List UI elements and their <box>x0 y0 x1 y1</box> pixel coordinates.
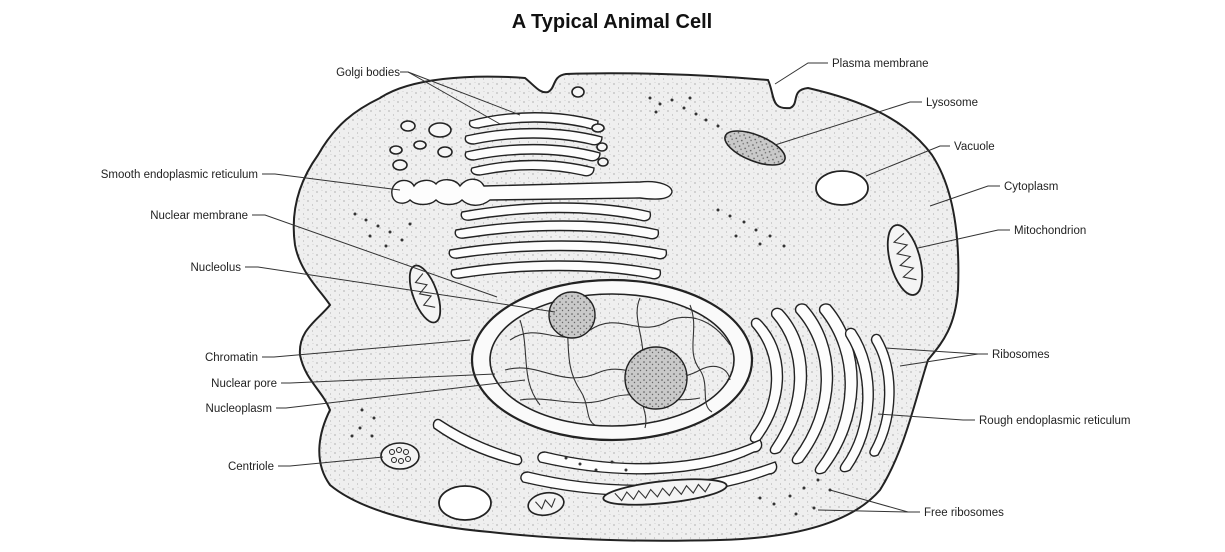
label-cytoplasm: Cytoplasm <box>1004 181 1058 193</box>
label-mitochondrion: Mitochondrion <box>1014 225 1086 237</box>
label-golgi-bodies: Golgi bodies <box>336 67 400 79</box>
nucleolus-small <box>549 292 595 338</box>
centriole-shape <box>381 443 419 469</box>
label-chromatin: Chromatin <box>205 352 258 364</box>
label-lysosome: Lysosome <box>926 97 978 109</box>
diagram-title: A Typical Animal Cell <box>512 11 712 33</box>
label-centriole: Centriole <box>228 461 274 473</box>
nucleus <box>472 280 752 440</box>
label-nuclear-pore: Nuclear pore <box>211 378 277 390</box>
label-plasma-membrane: Plasma membrane <box>832 58 929 70</box>
label-free-ribosomes: Free ribosomes <box>924 507 1004 519</box>
nucleolus-large <box>625 347 687 409</box>
label-rough-er: Rough endoplasmic reticulum <box>979 415 1131 427</box>
vacuole-shape <box>816 171 868 205</box>
label-nucleolus: Nucleolus <box>191 262 242 274</box>
label-nuclear-membrane: Nuclear membrane <box>150 210 248 222</box>
label-ribosomes: Ribosomes <box>992 349 1050 361</box>
label-vacuole: Vacuole <box>954 141 995 153</box>
label-nucleoplasm: Nucleoplasm <box>206 403 272 415</box>
label-smooth-er: Smooth endoplasmic reticulum <box>101 169 258 181</box>
vacuole-lower <box>439 486 491 520</box>
